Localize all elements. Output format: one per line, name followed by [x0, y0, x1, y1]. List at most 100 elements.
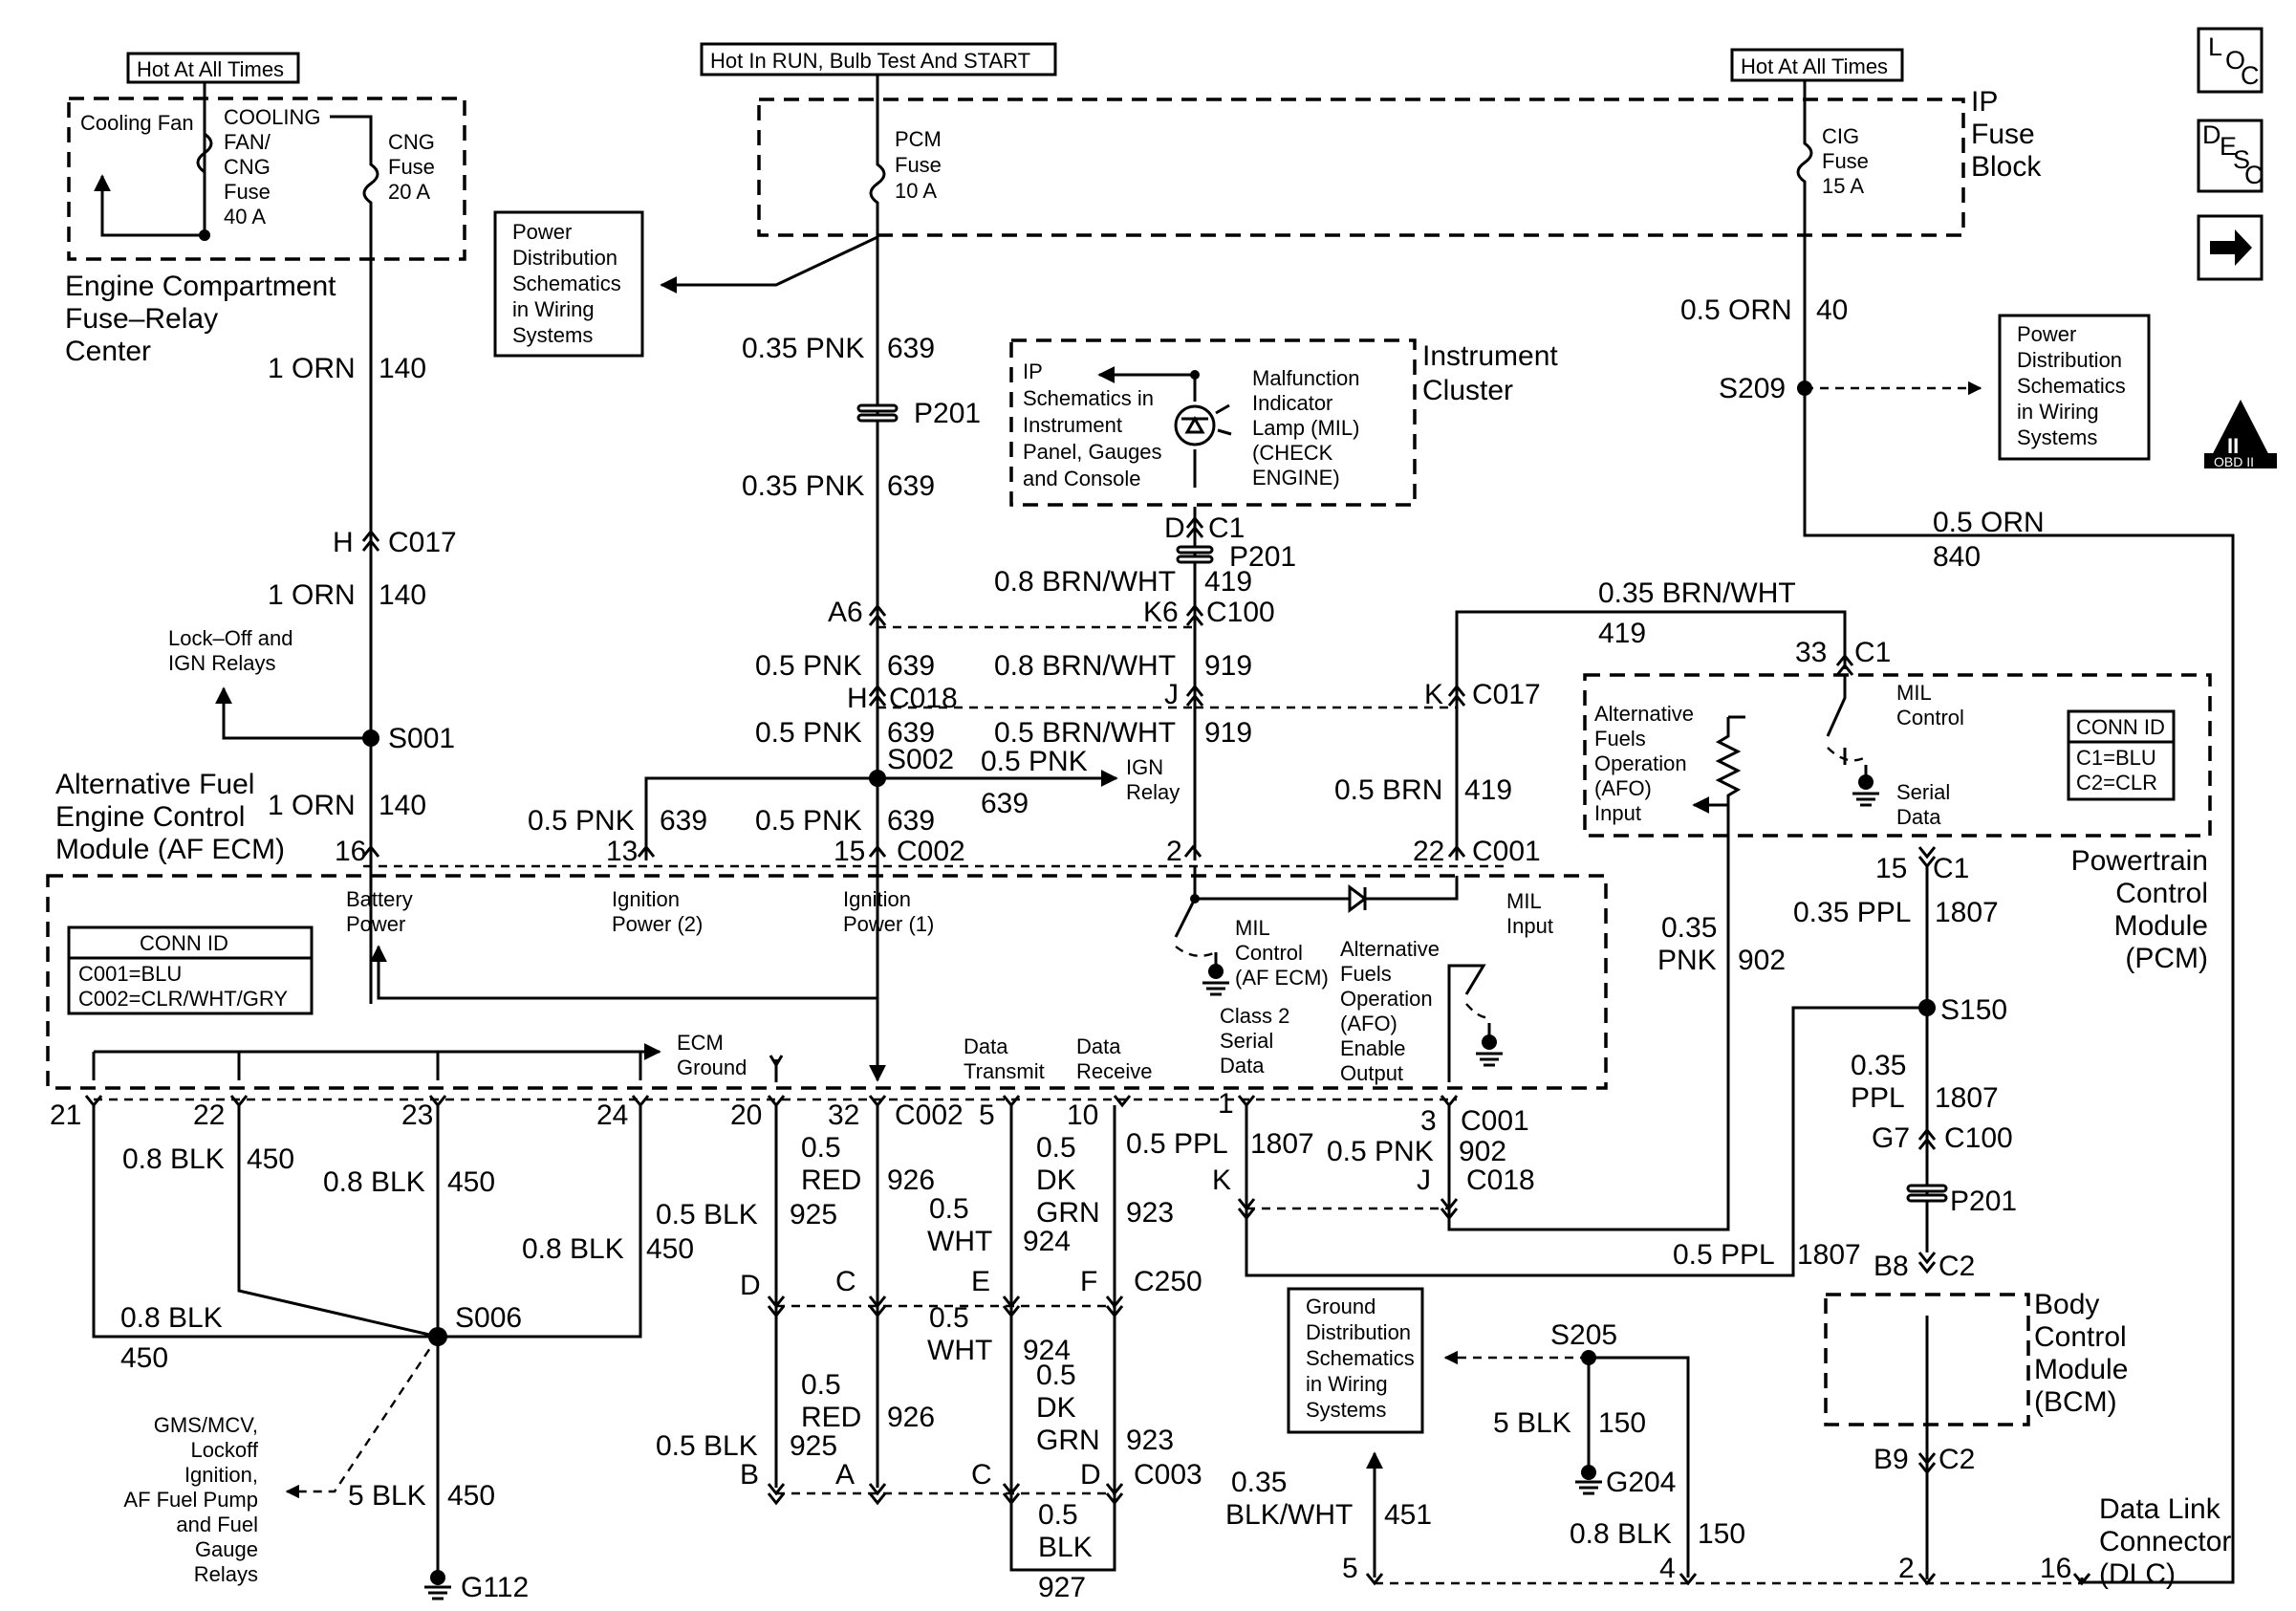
- svg-text:Systems: Systems: [2017, 425, 2097, 449]
- svg-text:0.5: 0.5: [929, 1193, 969, 1225]
- pcm-afo-input-label: Alternative Fuels Operation (AFO) Input: [1594, 702, 1694, 825]
- svg-text:C018: C018: [889, 683, 958, 714]
- svg-text:0.8 BLK: 0.8 BLK: [120, 1302, 223, 1334]
- wire-902-a: 0.35 PNK 902: [1657, 912, 1786, 976]
- ecm-afo-enable-label: Alternative Fuels Operation (AFO) Enable…: [1340, 937, 1440, 1085]
- svg-text:C: C: [2244, 161, 2264, 189]
- svg-text:Hot At All Times: Hot At All Times: [1741, 54, 1888, 78]
- svg-text:MIL: MIL: [1235, 916, 1270, 940]
- svg-text:F: F: [1080, 1266, 1097, 1297]
- af-ecm-box: [46, 874, 1608, 1090]
- ground-distribution-ref[interactable]: Ground Distribution Schematics in Wiring…: [1287, 1287, 1424, 1434]
- svg-text:150: 150: [1698, 1518, 1745, 1550]
- svg-text:Module: Module: [2034, 1354, 2128, 1385]
- power-distribution-ref-1[interactable]: Power Distribution Schematics in Wiring …: [493, 210, 644, 358]
- svg-text:1: 1: [1218, 1088, 1234, 1120]
- svg-text:0.5: 0.5: [801, 1132, 841, 1164]
- svg-text:C017: C017: [388, 527, 457, 558]
- svg-text:1807: 1807: [1797, 1239, 1861, 1271]
- svg-text:DK: DK: [1036, 1392, 1076, 1424]
- splice-s006: S006: [455, 1302, 522, 1334]
- svg-text:C100: C100: [1944, 1122, 2013, 1154]
- svg-text:Data: Data: [1896, 805, 1941, 829]
- svg-text:GRN: GRN: [1036, 1425, 1100, 1456]
- svg-text:Hot At All Times: Hot At All Times: [137, 57, 284, 81]
- svg-text:P201: P201: [914, 398, 981, 429]
- inline-p201-a: P201: [856, 398, 981, 429]
- svg-text:A: A: [835, 1459, 855, 1491]
- svg-text:CONN ID: CONN ID: [140, 931, 228, 955]
- svg-text:0.35: 0.35: [1231, 1467, 1287, 1498]
- svg-text:0.5 PNK: 0.5 PNK: [1327, 1136, 1434, 1167]
- svg-text:P201: P201: [1950, 1186, 2017, 1217]
- svg-text:0.5 ORN: 0.5 ORN: [1680, 294, 1792, 326]
- svg-text:927: 927: [1038, 1572, 1086, 1603]
- svg-text:D: D: [1080, 1459, 1101, 1491]
- svg-text:ENGINE): ENGINE): [1252, 466, 1340, 490]
- svg-text:Fuels: Fuels: [1340, 962, 1392, 986]
- svg-text:Fuse: Fuse: [388, 155, 435, 179]
- svg-text:1807: 1807: [1935, 1082, 1999, 1114]
- svg-text:10 A: 10 A: [895, 179, 937, 203]
- svg-text:MIL: MIL: [1506, 889, 1542, 913]
- wire-451: 0.35 BLK/WHT 451: [1225, 1467, 1432, 1531]
- svg-text:0.8 BRN/WHT: 0.8 BRN/WHT: [994, 566, 1176, 598]
- pcm-fuse-label: PCM Fuse 10 A: [895, 127, 942, 203]
- engine-hot-label: Hot At All Times: [126, 52, 300, 84]
- ecm-ground-icon-1: [1202, 981, 1229, 996]
- svg-text:2: 2: [1166, 836, 1182, 867]
- svg-text:Ignition: Ignition: [612, 887, 680, 911]
- svg-text:Serial: Serial: [1220, 1029, 1273, 1053]
- svg-text:K: K: [1212, 1165, 1231, 1196]
- inline-p201-b: P201: [1176, 541, 1296, 573]
- svg-text:926: 926: [887, 1165, 935, 1196]
- svg-text:0.5 BRN/WHT: 0.5 BRN/WHT: [994, 717, 1176, 749]
- svg-text:FAN/: FAN/: [224, 130, 271, 154]
- svg-text:CNG: CNG: [388, 130, 435, 154]
- svg-text:Ground: Ground: [677, 1056, 747, 1079]
- svg-text:C250: C250: [1134, 1266, 1202, 1297]
- svg-text:Data: Data: [964, 1034, 1008, 1058]
- ground-g112-label: G112: [461, 1572, 529, 1603]
- svg-text:0.8 BLK: 0.8 BLK: [1570, 1518, 1672, 1550]
- svg-text:450: 450: [646, 1233, 694, 1265]
- desc-icon[interactable]: D E S C: [2197, 119, 2264, 193]
- svg-text:1807: 1807: [1935, 897, 1999, 928]
- svg-text:P201: P201: [1229, 541, 1296, 573]
- svg-text:450: 450: [120, 1342, 168, 1374]
- svg-text:C003: C003: [1134, 1459, 1202, 1491]
- svg-text:Power (2): Power (2): [612, 912, 703, 936]
- svg-text:(PCM): (PCM): [2125, 943, 2208, 974]
- wire-923-a: 0.5 DK GRN 923: [1036, 1132, 1174, 1229]
- loc-icon[interactable]: L O C: [2197, 27, 2264, 94]
- svg-text:G7: G7: [1872, 1122, 1910, 1154]
- svg-text:C018: C018: [1466, 1165, 1535, 1196]
- svg-text:Malfunction: Malfunction: [1252, 366, 1360, 390]
- conn-id-pcm: CONN ID C1=BLU C2=CLR: [2067, 709, 2176, 801]
- power-distribution-ref-2[interactable]: Power Distribution Schematics in Wiring …: [1998, 314, 2151, 461]
- svg-text:0.5: 0.5: [1036, 1360, 1076, 1391]
- svg-text:0.5: 0.5: [1038, 1499, 1078, 1531]
- svg-text:Hot In RUN, Bulb Test And STAR: Hot In RUN, Bulb Test And START: [710, 49, 1030, 73]
- next-arrow-icon[interactable]: [2197, 214, 2264, 281]
- svg-text:Center: Center: [65, 336, 151, 367]
- svg-text:BLK/WHT: BLK/WHT: [1225, 1499, 1353, 1531]
- ip-schematics-ref[interactable]: IP Schematics in Instrument Panel, Gauge…: [1023, 359, 1162, 490]
- svg-text:Power: Power: [2017, 322, 2076, 346]
- svg-text:RED: RED: [801, 1402, 861, 1433]
- svg-text:0.8 BLK: 0.8 BLK: [122, 1143, 225, 1175]
- svg-text:0.5 PNK: 0.5 PNK: [981, 746, 1088, 777]
- svg-text:0.5 BLK: 0.5 BLK: [656, 1430, 758, 1462]
- svg-text:0.5: 0.5: [801, 1369, 841, 1401]
